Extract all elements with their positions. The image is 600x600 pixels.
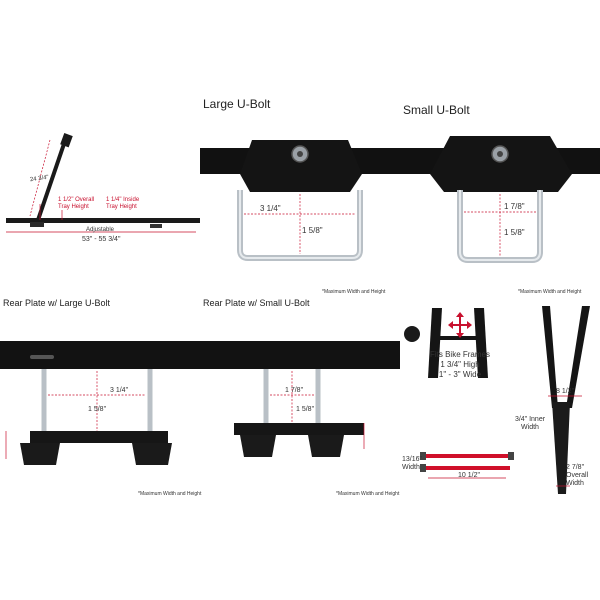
frame-clamp-illustration: Fits Bike Frames 1 3/4" High 1" - 3" Wid…	[398, 298, 518, 418]
rear-small-illustration: 1 7/8" 1 5/8"	[200, 335, 400, 485]
rack-side-illustration	[6, 132, 200, 233]
strap-width-label: 13/16" Width	[402, 456, 423, 471]
small-ubolt-illustration: 1 7/8" 1 5/8"	[400, 130, 600, 270]
small-ubolt-drawing	[400, 136, 600, 263]
strap-length-label: 10 1/2"	[458, 472, 480, 479]
wheel-tray-top-width: 8 1/2"	[556, 388, 575, 395]
rack-side-view: 24 3/4" 1 1/2" Overall Tray Height 1 1/4…	[0, 120, 200, 250]
adjustable-label: Adjustable	[86, 227, 115, 233]
wheel-tray-overall-width: 2 7/8" Overall Width	[566, 464, 589, 487]
strap-illustration: 13/16" Width 10 1/2"	[400, 440, 520, 490]
rear-large-title: Rear Plate w/ Large U-Bolt	[3, 298, 111, 308]
rear-small-width-label: 1 7/8"	[285, 387, 304, 394]
large-ubolt-drawing	[200, 140, 400, 261]
rear-small-height-label: 1 5/8"	[296, 406, 315, 413]
rear-large-drawing	[0, 341, 200, 465]
frame-clamp-line2: 1 3/4" High	[440, 360, 480, 369]
frame-clamp-spec: Fits Bike Frames 1 3/4" High 1" - 3" Wid…	[428, 350, 492, 380]
large-ubolt-height-label: 1 5/8"	[302, 226, 323, 235]
small-ubolt-note: *Maximum Width and Height	[518, 289, 582, 295]
large-ubolt-illustration: 3 1/4" 1 5/8"	[200, 130, 400, 270]
rear-small-drawing	[200, 341, 400, 457]
large-ubolt-note: *Maximum Width and Height	[322, 289, 386, 295]
small-ubolt-height-label: 1 5/8"	[504, 228, 525, 237]
small-ubolt-width-label: 1 7/8"	[504, 202, 525, 211]
rack-length-label: 53" - 55 3/4"	[82, 236, 121, 243]
inside-tray-height-label: 1 1/4" Inside Tray Height	[106, 197, 140, 210]
wheel-tray-inner-width: 3/4" Inner Width	[514, 416, 546, 431]
small-ubolt-title: Small U-Bolt	[403, 103, 470, 117]
rear-small-note: *Maximum Width and Height	[336, 491, 400, 497]
rear-large-height-label: 1 5/8"	[88, 406, 107, 413]
rear-large-note: *Maximum Width and Height	[138, 491, 202, 497]
large-ubolt-width-label: 3 1/4"	[260, 204, 281, 213]
rear-small-title: Rear Plate w/ Small U-Bolt	[203, 298, 310, 308]
overall-tray-height-label: 1 1/2" Overall Tray Height	[58, 197, 95, 210]
rear-large-width-label: 3 1/4"	[110, 387, 129, 394]
strap-drawing	[420, 452, 514, 479]
large-ubolt-title: Large U-Bolt	[203, 97, 271, 111]
frame-clamp-line3: 1" - 3" Wide	[438, 370, 482, 379]
wheel-tray-drawing	[542, 306, 590, 494]
frame-clamp-drawing	[404, 308, 488, 378]
rear-large-illustration: 3 1/4" 1 5/8"	[0, 335, 200, 485]
frame-clamp-line1: Fits Bike Frames	[429, 350, 490, 359]
wheel-tray-illustration: 8 1/2" 3/4" Inner Width 2 7/8" Overall W…	[510, 298, 600, 498]
